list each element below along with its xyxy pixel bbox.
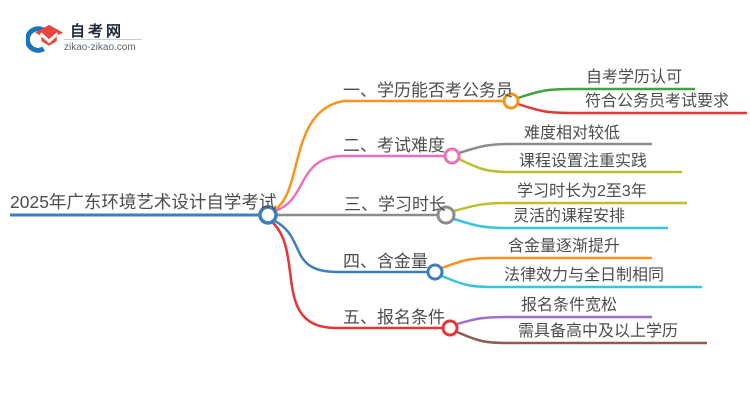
branch-4-child-1-label: 含金量逐渐提升 xyxy=(508,238,621,255)
branch-4-curve xyxy=(272,218,428,274)
root-node-circle xyxy=(258,205,278,225)
branch-3-child-1-curve xyxy=(453,201,687,213)
branch-5-child-1-label: 报名条件宽松 xyxy=(521,297,618,314)
branch-2-curve xyxy=(273,154,445,213)
site-name: 自考网 xyxy=(70,23,125,40)
branch-2-child-2-label: 课程设置注重实践 xyxy=(519,153,648,170)
branch-3-child-2-label: 灵活的课程安排 xyxy=(513,208,626,225)
root-topic-label: 2025年广东环境艺术设计自学考试 xyxy=(10,192,277,212)
branch-2-label: 二、考试难度 xyxy=(343,136,445,155)
branch-5-label: 五、报名条件 xyxy=(343,308,445,327)
branch-2-child-1-curve xyxy=(458,142,652,155)
branch-1-child-1-curve xyxy=(517,87,695,100)
branch-3-child-2-curve xyxy=(453,217,668,230)
branch-5-child-1-curve xyxy=(456,315,652,326)
branch-2-child-1-label: 难度相对较低 xyxy=(524,125,621,142)
branch-1-curve xyxy=(273,99,504,212)
branch-4-child-1-curve xyxy=(441,256,652,270)
branch-5-node-circle xyxy=(441,319,459,337)
branch-3-node-circle xyxy=(436,205,456,225)
site-logo: 自考网 zikao-zikao.com xyxy=(0,0,190,70)
branch-4-child-2-curve xyxy=(441,274,702,289)
branch-1-child-2-label: 符合公务员考试要求 xyxy=(585,93,730,110)
branch-2-node-circle xyxy=(443,147,461,165)
branch-5-child-2-curve xyxy=(456,330,707,345)
branch-1-child-2-curve xyxy=(517,102,747,115)
branch-4-node-circle xyxy=(426,263,444,281)
branch-5-curve xyxy=(270,220,443,330)
branch-3-child-1-label: 学习时长为2至3年 xyxy=(517,183,647,200)
branch-2-child-2-curve xyxy=(458,157,682,174)
branch-4-child-2-label: 法律效力与全日制相同 xyxy=(504,267,665,284)
branch-1-label: 一、学历能否考公务员 xyxy=(343,81,513,100)
branch-3-label: 三、学习时长 xyxy=(344,195,446,214)
branch-4-label: 四、含金量 xyxy=(343,252,428,271)
logo-divider xyxy=(64,39,142,40)
site-url: zikao-zikao.com xyxy=(64,42,136,53)
branch-1-node-circle xyxy=(502,92,520,110)
graduation-cap-icon xyxy=(26,24,63,53)
branch-5-child-2-label: 需具备高中及以上学历 xyxy=(518,323,679,340)
branch-1-child-1-label: 自考学历认可 xyxy=(586,69,683,86)
